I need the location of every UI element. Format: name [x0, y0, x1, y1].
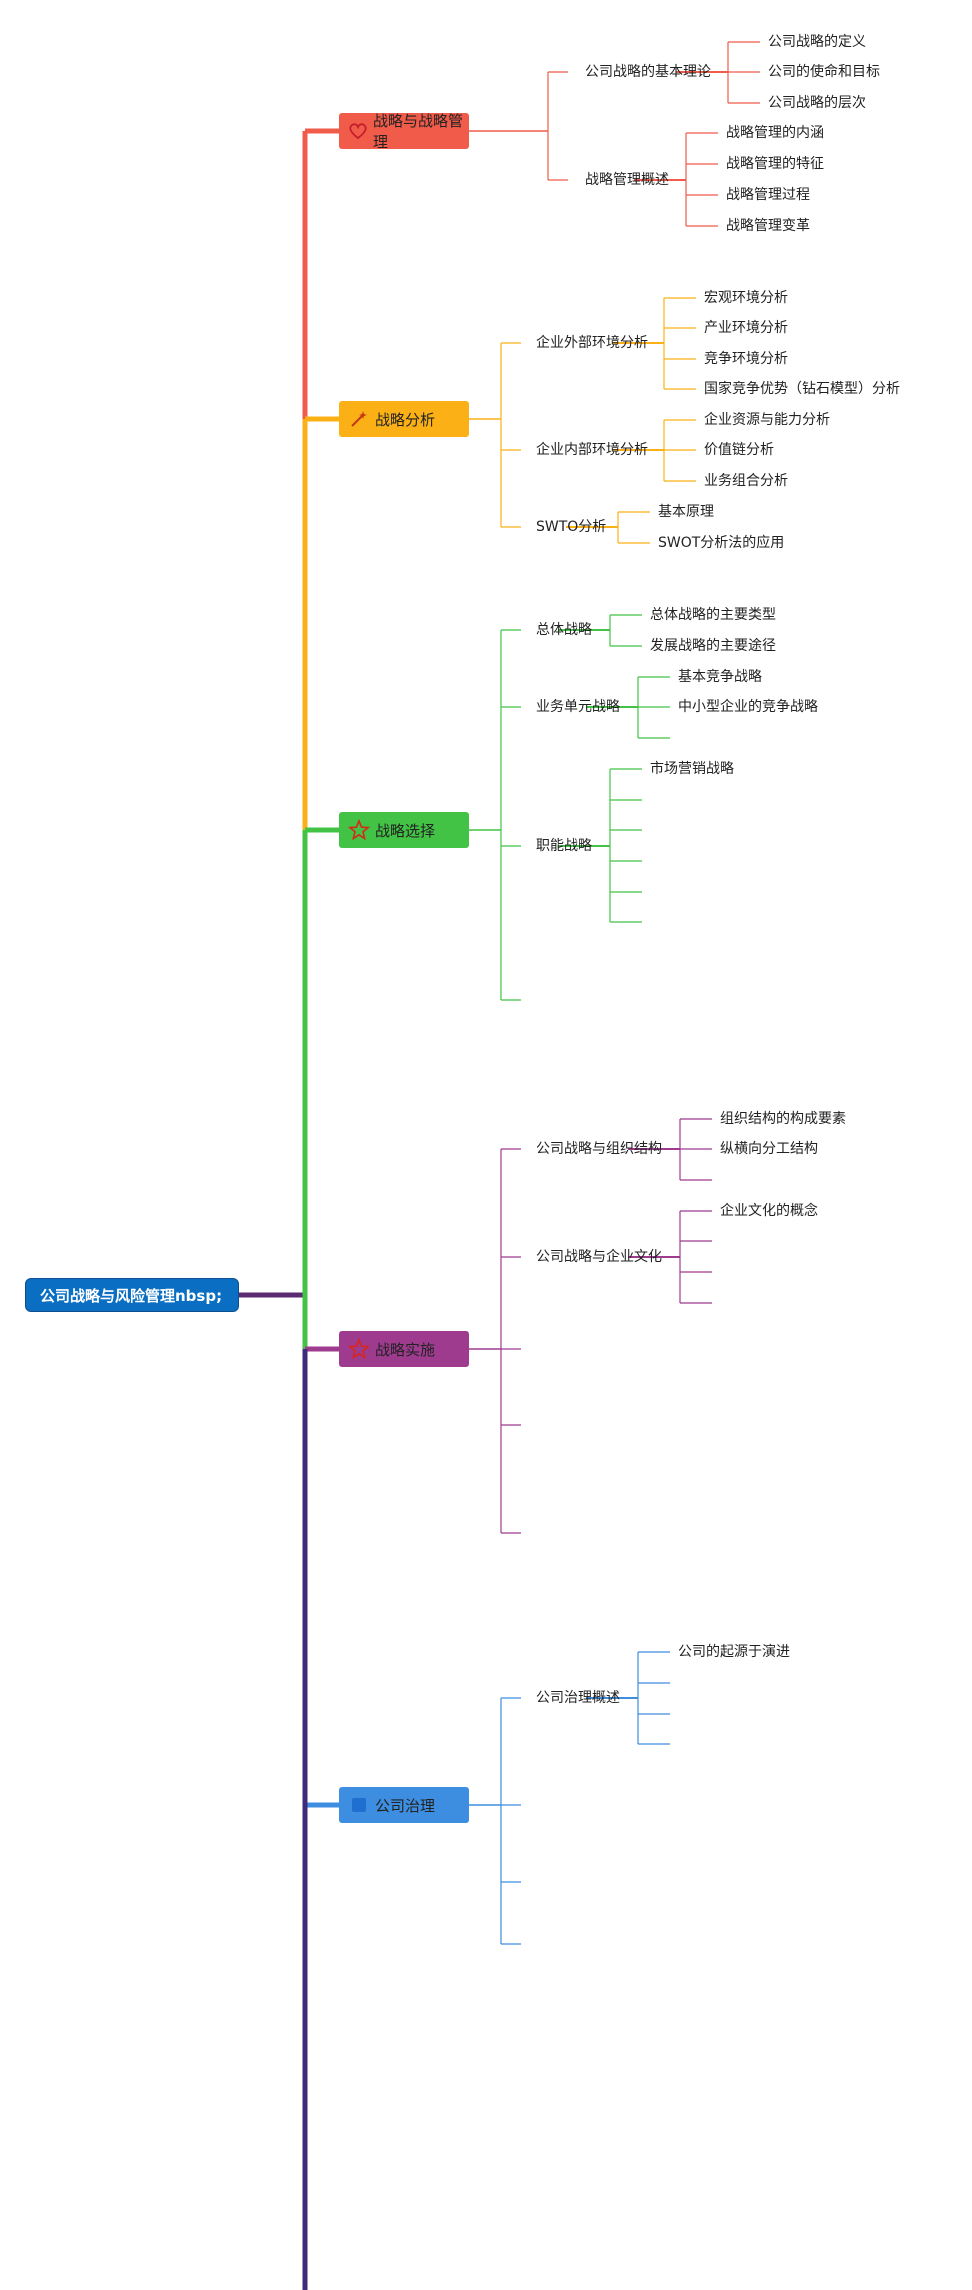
topic-corporate-governance[interactable]: 公司治理 [339, 1787, 469, 1823]
leaf-node[interactable]: 公司的使命和目标 [768, 63, 880, 80]
leaf-node[interactable]: 公司战略的定义 [768, 34, 866, 50]
leaf-node[interactable]: 总体战略的主要类型 [650, 607, 776, 623]
leaf-node[interactable]: 战略管理的内涵 [726, 125, 824, 141]
topic-strategy-implementation[interactable]: 战略实施 [339, 1331, 469, 1367]
subtopic-node[interactable]: 企业内部环境分析 [536, 441, 648, 458]
leaf-node[interactable]: 战略管理的特征 [726, 156, 824, 172]
root-topic-label: 公司战略与风险管理nbsp; [40, 1286, 223, 1305]
leaf-node[interactable]: 公司战略的层次 [768, 95, 866, 111]
leaf-node[interactable]: 战略管理过程 [726, 187, 810, 203]
topic-label: 战略与战略管理 [372, 112, 463, 151]
topic-strategy-management[interactable]: 战略与战略管理 [339, 112, 469, 151]
subtopic-node[interactable]: 公司战略与组织结构 [536, 1141, 662, 1157]
subtopic-node[interactable]: 业务单元战略 [536, 699, 620, 715]
topic-label: 战略实施 [375, 1340, 436, 1359]
leaf-node[interactable]: 基本竞争战略 [678, 668, 762, 685]
leaf-node[interactable]: 公司的起源于演进 [678, 1644, 790, 1660]
topic-label: 战略分析 [375, 410, 436, 429]
leaf-node[interactable]: SWOT分析法的应用 [658, 534, 784, 551]
leaf-node[interactable]: 宏观环境分析 [704, 290, 788, 306]
magic-wand-icon [347, 407, 371, 431]
leaf-node[interactable]: 组织结构的构成要素 [720, 1111, 846, 1127]
subtopic-node[interactable]: 职能战略 [536, 838, 592, 854]
leaf-node[interactable]: 发展战略的主要途径 [650, 637, 776, 654]
leaf-node[interactable]: 企业文化的概念 [720, 1202, 818, 1219]
topic-strategy-analysis[interactable]: 战略分析 [339, 401, 469, 437]
leaf-node[interactable]: 国家竞争优势（钻石模型）分析 [704, 380, 900, 397]
leaf-node[interactable]: 纵横向分工结构 [720, 1141, 818, 1157]
star-icon [347, 818, 371, 842]
leaf-node[interactable]: 价值链分析 [704, 442, 774, 458]
subtopic-node[interactable]: 公司治理概述 [536, 1690, 620, 1706]
square-icon [347, 1793, 371, 1817]
subtopic-node[interactable]: 公司战略的基本理论 [585, 63, 711, 80]
star-icon [347, 1337, 371, 1361]
subtopic-node[interactable]: 总体战略 [536, 622, 592, 638]
subtopic-node[interactable]: SWTO分析 [536, 519, 606, 535]
leaf-node[interactable]: 战略管理变革 [726, 218, 810, 234]
root-topic[interactable]: 公司战略与风险管理nbsp; [25, 1278, 239, 1312]
leaf-node[interactable]: 基本原理 [658, 503, 714, 520]
leaf-node[interactable]: 竞争环境分析 [704, 350, 788, 367]
connector-lines [239, 41, 760, 2290]
heart-icon [347, 119, 369, 143]
leaf-node[interactable]: 产业环境分析 [704, 320, 788, 336]
subtopic-node[interactable]: 公司战略与企业文化 [536, 1248, 662, 1265]
subtopic-node[interactable]: 企业外部环境分析 [536, 334, 648, 351]
topic-label: 战略选择 [375, 821, 436, 840]
node-labels: 公司战略的基本理论公司战略的定义公司的使命和目标公司战略的层次战略管理概述战略管… [536, 34, 900, 1706]
leaf-node[interactable]: 中小型企业的竞争战略 [678, 698, 818, 715]
leaf-node[interactable]: 业务组合分析 [704, 473, 788, 489]
topic-label: 公司治理 [375, 1796, 436, 1815]
leaf-node[interactable]: 市场营销战略 [650, 760, 734, 777]
leaf-node[interactable]: 企业资源与能力分析 [704, 411, 830, 428]
subtopic-node[interactable]: 战略管理概述 [585, 172, 669, 188]
topic-strategy-choice[interactable]: 战略选择 [339, 812, 469, 848]
